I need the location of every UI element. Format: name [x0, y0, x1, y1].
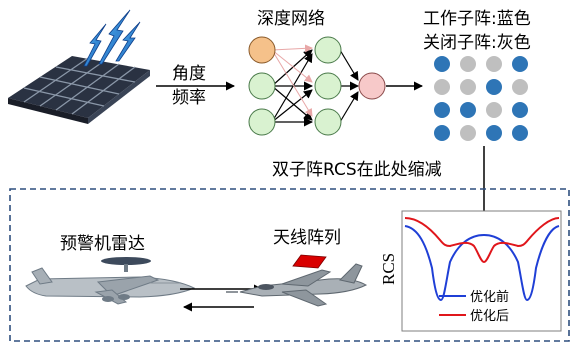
awacs-label: 预警机雷达	[60, 234, 145, 254]
input-node	[248, 108, 276, 136]
closed-subarray-dot	[460, 79, 476, 95]
working-subarray-label: 工作子阵:蓝色	[423, 9, 531, 29]
output-node	[358, 72, 386, 100]
working-subarray-dot	[460, 102, 476, 118]
neural-network	[248, 36, 386, 136]
awacs-aircraft-icon	[25, 257, 196, 305]
lightning-icon	[83, 9, 141, 67]
rcs-plot-frame	[401, 210, 562, 332]
legend-after-label: 优化后	[470, 309, 509, 324]
working-subarray-dot	[512, 56, 528, 72]
scenario-panel	[9, 188, 570, 342]
working-subarray-dot	[486, 79, 502, 95]
working-subarray-dot	[434, 102, 450, 118]
angle-label: 角度	[172, 64, 206, 84]
working-subarray-dot	[486, 125, 502, 141]
rcs-axis-label: RCS	[379, 253, 398, 285]
closed-subarray-dot	[434, 79, 450, 95]
working-subarray-dot	[512, 102, 528, 118]
input-node	[248, 36, 276, 64]
rcs-reduction-label: 双子阵RCS在此处缩减	[272, 160, 442, 180]
input-node	[248, 72, 276, 100]
hidden-node	[314, 36, 342, 64]
closed-subarray-label: 关闭子阵:灰色	[423, 33, 531, 53]
subarray-grid	[434, 56, 528, 141]
antenna-array-label: 天线阵列	[273, 228, 341, 248]
after-optimization-curve	[404, 217, 560, 264]
working-subarray-dot	[434, 125, 450, 141]
closed-subarray-dot	[486, 102, 502, 118]
frequency-label: 频率	[172, 88, 206, 108]
working-subarray-dot	[434, 56, 450, 72]
closed-subarray-dot	[460, 125, 476, 141]
before-optimization-curve	[404, 225, 560, 302]
antenna-array-icon	[292, 254, 327, 269]
legend-before-label: 优化前	[470, 289, 509, 305]
deep-network-label: 深度网络	[257, 9, 325, 29]
solar-panel-icon	[8, 56, 150, 124]
rcs-plot: RCS 优化前 优化后	[379, 210, 562, 332]
closed-subarray-dot	[460, 56, 476, 72]
hidden-node	[314, 108, 342, 136]
working-subarray-dot	[512, 125, 528, 141]
closed-subarray-dot	[486, 56, 502, 72]
closed-subarray-dot	[512, 79, 528, 95]
fighter-jet-icon	[226, 263, 368, 307]
hidden-node	[314, 72, 342, 100]
